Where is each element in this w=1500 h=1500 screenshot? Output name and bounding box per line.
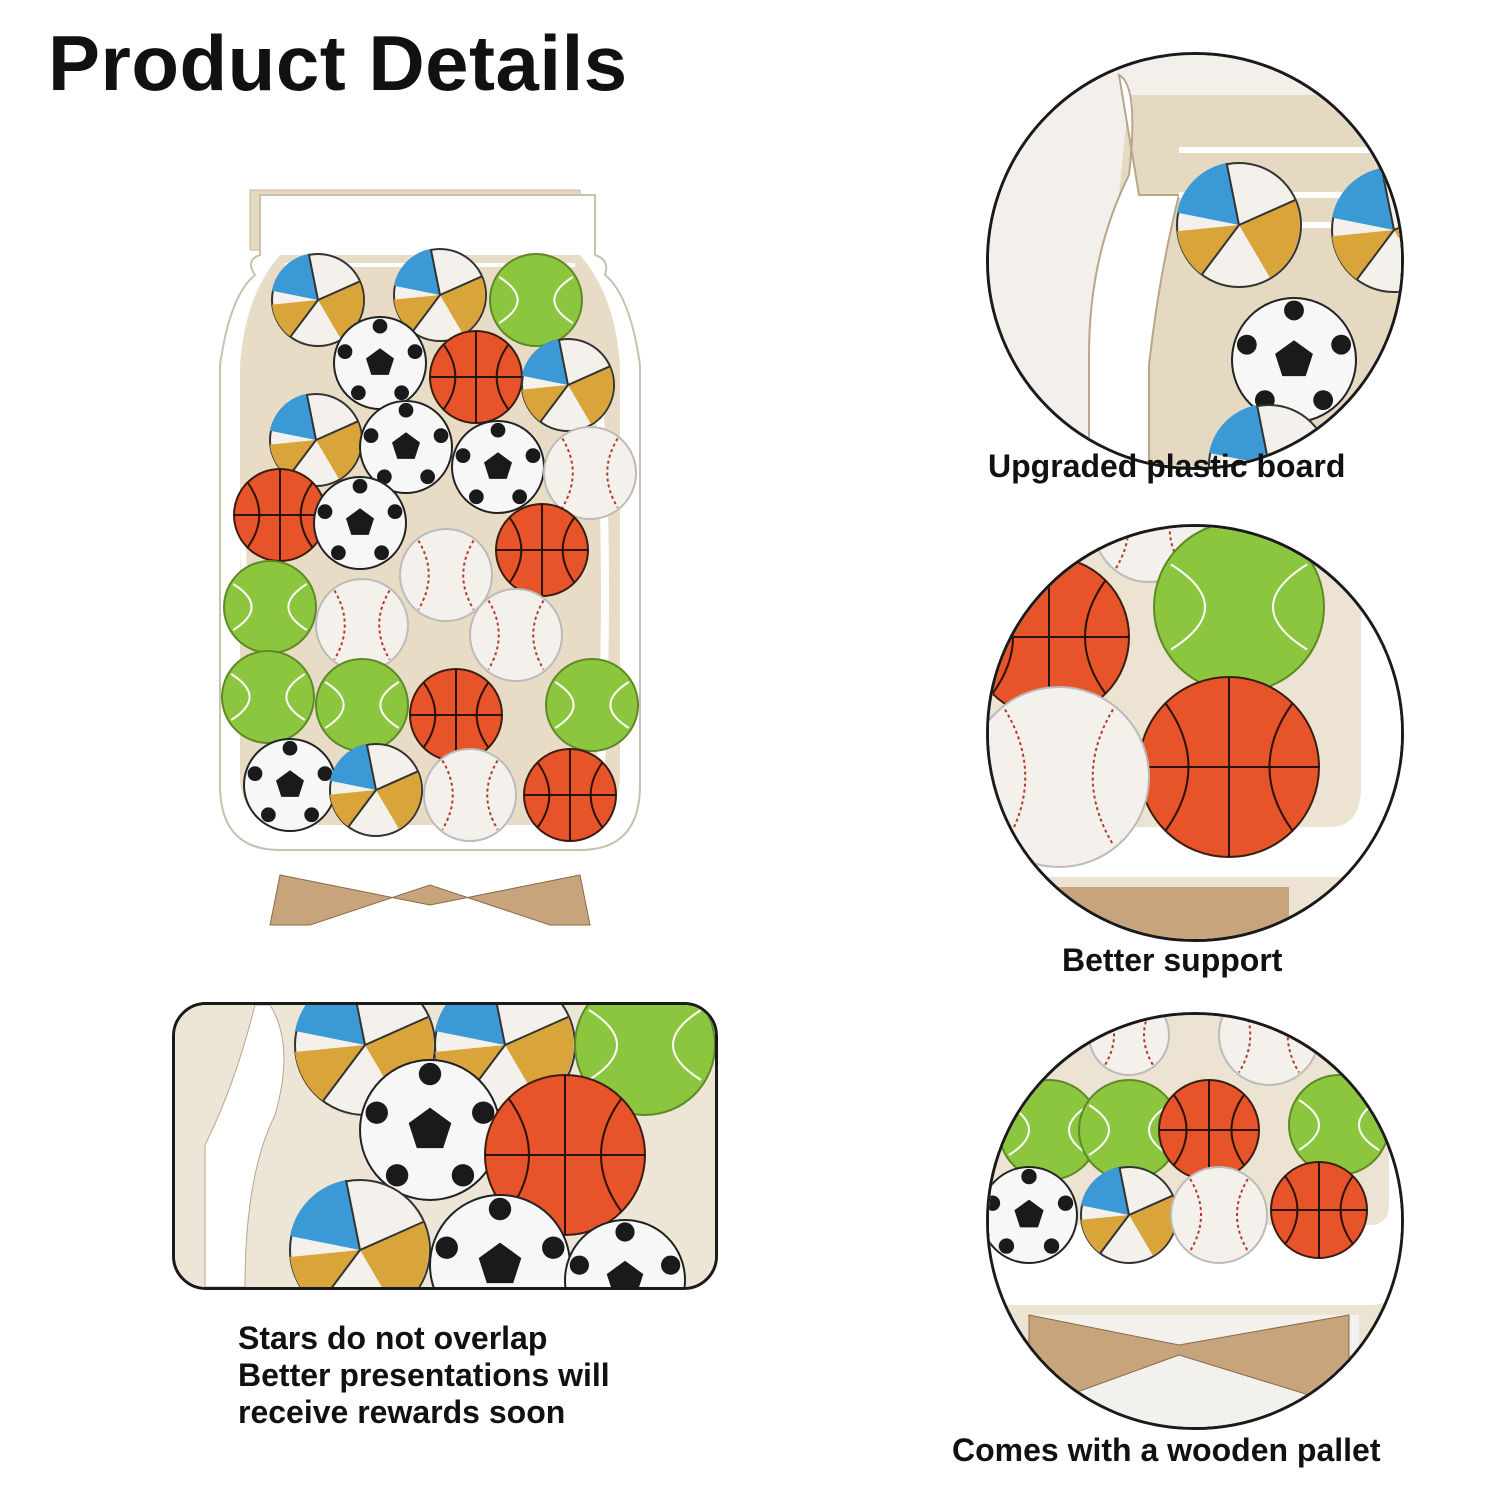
tennis-icon — [221, 650, 315, 744]
tennis-icon — [545, 658, 639, 752]
product-main-image — [200, 185, 660, 945]
pallet-caption: Comes with a wooden pallet — [952, 1432, 1381, 1468]
plastic-board-caption: Upgraded plastic board — [988, 448, 1346, 484]
basketball-icon — [233, 468, 327, 562]
baseball-icon — [469, 588, 563, 682]
volleyball-icon — [289, 1179, 431, 1287]
support-detail-image — [986, 524, 1404, 942]
soccer-icon — [564, 1219, 686, 1287]
tennis-icon — [1288, 1074, 1390, 1176]
volleyball-icon — [271, 253, 365, 347]
tennis-icon — [574, 1005, 715, 1116]
soccer-icon — [451, 420, 545, 514]
volleyball-icon — [329, 743, 423, 837]
baseball-icon — [315, 578, 409, 672]
basketball-icon — [495, 503, 589, 597]
tennis-icon — [1153, 527, 1325, 693]
tennis-icon — [489, 253, 583, 347]
tennis-icon — [223, 560, 317, 654]
detail-caption-block: Stars do not overlap Better presentation… — [238, 1320, 610, 1431]
basketball-icon — [523, 748, 617, 842]
tennis-icon — [315, 658, 409, 752]
soccer-icon — [313, 476, 407, 570]
volleyball-icon — [1176, 162, 1302, 288]
detail-caption-line-3: receive rewards soon — [238, 1394, 566, 1430]
soccer-icon — [429, 1194, 571, 1287]
plastic-board-detail-image — [986, 52, 1404, 470]
basketball-icon — [1158, 1079, 1260, 1181]
soccer-icon — [989, 1166, 1078, 1264]
page-title: Product Details — [48, 19, 628, 107]
wooden-pallet-detail-image — [986, 1012, 1404, 1430]
basketball-icon — [429, 330, 523, 424]
baseball-icon — [989, 686, 1150, 868]
volleyball-icon — [1080, 1166, 1178, 1264]
closeup-detail-image — [172, 1002, 718, 1290]
baseball-icon — [1170, 1166, 1268, 1264]
basketball-icon — [1138, 676, 1320, 858]
volleyball-icon — [393, 248, 487, 342]
soccer-icon — [359, 400, 453, 494]
soccer-icon — [359, 1059, 501, 1201]
basketball-icon — [1270, 1161, 1368, 1259]
soccer-icon — [333, 316, 427, 410]
baseball-icon — [423, 748, 517, 842]
volleyball-icon — [521, 338, 615, 432]
soccer-icon — [1231, 297, 1357, 423]
support-caption: Better support — [1062, 942, 1283, 978]
basketball-icon — [409, 668, 503, 762]
detail-caption-line-2: Better presentations will — [238, 1357, 610, 1393]
baseball-icon — [543, 426, 637, 520]
baseball-icon — [399, 528, 493, 622]
soccer-icon — [243, 738, 337, 832]
detail-caption-line-1: Stars do not overlap — [238, 1320, 548, 1356]
